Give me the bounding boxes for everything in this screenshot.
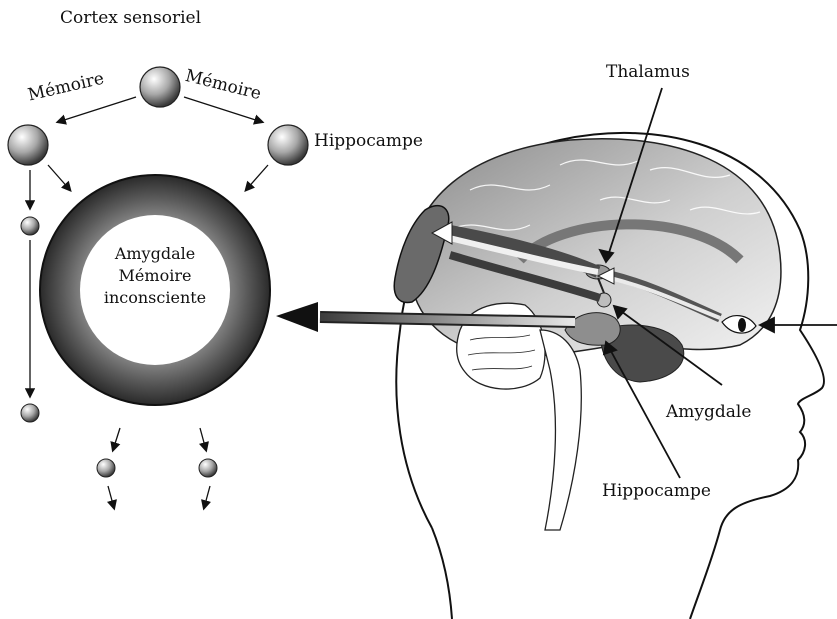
center-line-3: inconsciente [80, 287, 230, 309]
small-sphere-bottom-left [97, 459, 115, 477]
center-line-2: Mémoire [80, 265, 230, 287]
brain [394, 139, 781, 530]
small-sphere-bottom-right [199, 459, 217, 477]
sensory-cortex-sphere [140, 67, 180, 107]
label-hippocampus-bottom: Hippocampe [602, 481, 711, 501]
label-sensory-cortex: Cortex sensoriel [60, 8, 201, 28]
small-sphere-upper [21, 217, 39, 235]
small-sphere-lower [21, 404, 39, 422]
center-line-1: Amygdale [80, 243, 230, 265]
label-amygdala: Amygdale [666, 402, 751, 422]
memory-sphere-left [8, 125, 48, 165]
label-thalamus: Thalamus [606, 62, 690, 82]
hippocampus-sphere [268, 125, 308, 165]
label-hippocampus-top: Hippocampe [314, 131, 423, 151]
center-label: Amygdale Mémoire inconsciente [80, 243, 230, 309]
